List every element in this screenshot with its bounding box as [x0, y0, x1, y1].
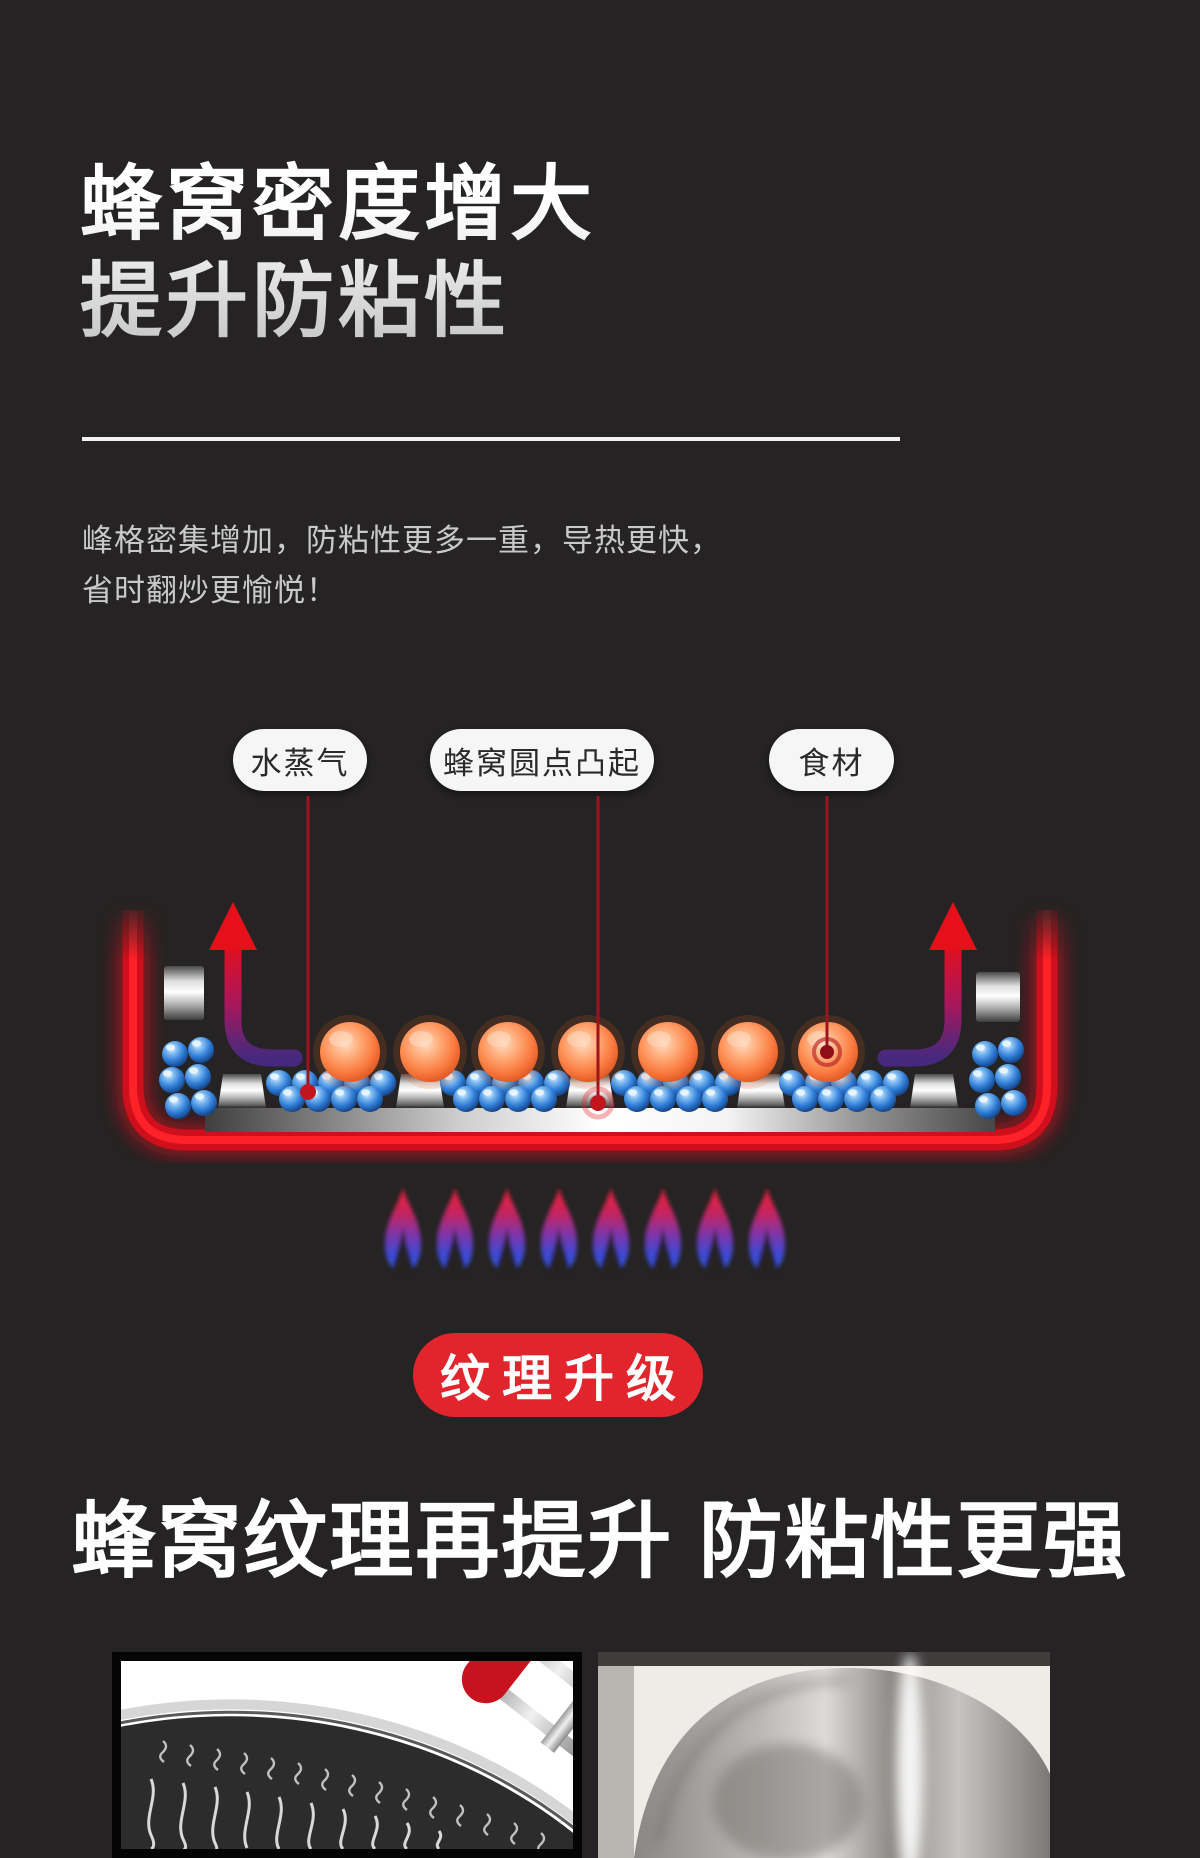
label-pill-food: 食材	[769, 729, 894, 791]
hero-description: 峰格密集增加，防粘性更多一重，导热更快， 省时翻炒更愉悦！	[82, 516, 842, 616]
label-pill-steam-text: 水蒸气	[250, 745, 350, 781]
flame-icon	[437, 1188, 473, 1272]
flame-icon	[645, 1188, 681, 1272]
leader-line-steam	[300, 796, 316, 1100]
label-pill-steam: 水蒸气	[233, 729, 367, 791]
pan-floor	[205, 1108, 995, 1132]
page-title-line1: 蜂窝密度增大	[80, 159, 597, 250]
flame-icon	[489, 1188, 525, 1272]
label-pill-bumps: 蜂窝圆点凸起	[430, 729, 654, 791]
texture-upgrade-badge: 纹理升级	[413, 1333, 703, 1417]
flame-icon	[697, 1188, 733, 1272]
gas-flames	[385, 1188, 785, 1272]
leader-line-bumps	[581, 796, 615, 1120]
pan-outline	[116, 910, 1064, 1157]
page-title-line2: 提升防粘性	[80, 256, 511, 347]
hero-description-line2: 省时翻炒更愉悦！	[82, 573, 338, 608]
title-divider	[82, 437, 900, 441]
product-photo-steel-wok	[598, 1652, 1050, 1858]
texture-upgrade-badge-text: 纹理升级	[440, 1351, 688, 1407]
pan-cross-section-diagram	[116, 796, 1064, 1272]
leader-line-food	[812, 796, 842, 1067]
hero-description-line1: 峰格密集增加，防粘性更多一重，导热更快，	[82, 523, 722, 558]
honeycomb-pan-image	[99, 1617, 616, 1858]
flame-icon	[541, 1188, 577, 1272]
flame-icon	[749, 1188, 785, 1272]
steam-arrow-up-right-icon	[877, 902, 977, 1067]
flame-icon	[385, 1188, 421, 1272]
section-title: 蜂窝纹理再提升 防粘性更强	[71, 1494, 1129, 1588]
flame-icon	[593, 1188, 629, 1272]
steam-arrow-up-left-icon	[209, 902, 303, 1067]
product-photo-honeycomb-pan	[99, 1617, 616, 1858]
steel-wok-image	[598, 1652, 1050, 1858]
page-title: 蜂窝密度增大 提升防粘性	[80, 156, 1080, 350]
pan-wall-segments	[164, 966, 1020, 1022]
label-pill-bumps-text: 蜂窝圆点凸起	[443, 745, 641, 781]
label-pill-food-text: 食材	[798, 745, 865, 781]
